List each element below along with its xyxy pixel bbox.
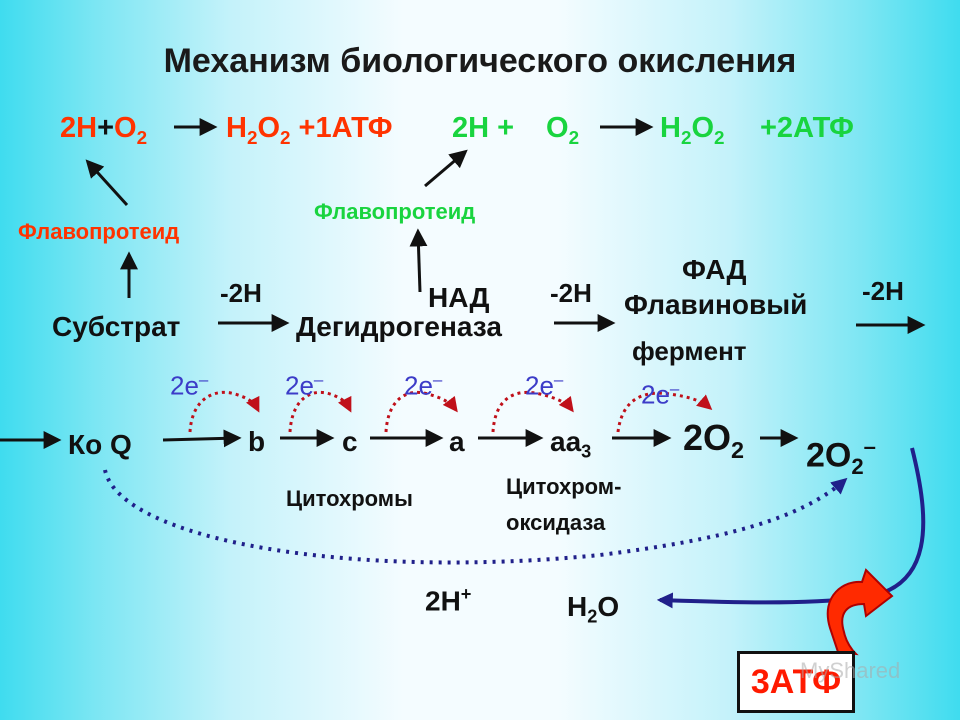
minus-2h-label-2: -2H: [550, 278, 592, 308]
two-o2-ion-sup: –: [863, 434, 876, 459]
cytochrome-b-label: b: [248, 426, 266, 457]
eq-left-o2: O: [114, 112, 137, 144]
page-title: Механизм биологического окисления: [163, 42, 797, 80]
arrow-to-eq-right: [424, 149, 468, 188]
electron-sup-4: –: [553, 370, 564, 389]
eq-right-product: H2O2: [660, 112, 724, 149]
electron-curve-1: [188, 390, 260, 433]
eq-left-h-sub: 2: [246, 126, 258, 148]
electron-sup-5: –: [669, 379, 680, 398]
atp-yield-box: 3АТФ: [737, 651, 855, 713]
electron-sup-2: –: [313, 370, 324, 389]
electron-text-2: 2e: [285, 370, 314, 401]
eq-right-o2: O2: [546, 112, 579, 149]
electron-text-1: 2e: [170, 370, 199, 401]
dehydrogenase-label: Дегидрогеназа: [296, 311, 502, 342]
minus-2h-label-1: -2H: [220, 278, 262, 308]
fad-label: ФАД: [682, 254, 747, 285]
eq-right-o-sub: 2: [568, 126, 580, 148]
nad-label: НАД: [428, 282, 490, 313]
cytochrome-aa3-label: aa3: [550, 426, 591, 463]
eq-left-2h: 2H: [60, 112, 98, 144]
water-label: H2O: [567, 591, 619, 628]
eq-right-atp: +2АТФ: [760, 112, 854, 144]
cytochrome-oxidase-label-1: Цитохром-: [506, 474, 622, 499]
two-o2-text: 2O: [683, 417, 732, 458]
eq-right-o2x: O: [691, 112, 714, 144]
cytochrome-a-label: a: [449, 426, 465, 457]
arrow-nad-up: [409, 228, 428, 293]
electron-label-1: 2e–: [170, 370, 208, 402]
arrow-to-eq-left: [85, 159, 129, 207]
watermark: MyShared: [800, 658, 901, 683]
eq-left-o: O: [257, 112, 280, 144]
aa3-text: aa: [550, 426, 582, 457]
protons-sup: +: [460, 584, 472, 604]
electron-curve-2: [288, 390, 352, 433]
oxygen-to-water-curve: [656, 447, 926, 609]
water-sub: 2: [587, 606, 598, 627]
water-h: H: [567, 591, 588, 622]
protons-label: 2H+: [425, 584, 471, 617]
substrate-label: Субстрат: [52, 311, 181, 342]
electron-label-3: 2e–: [404, 370, 442, 402]
two-o2-ion-sub: 2: [851, 454, 864, 480]
atp-curved-arrow: [826, 568, 894, 656]
aa3-sub: 3: [581, 441, 592, 462]
electron-text-5: 2e: [641, 379, 670, 410]
two-o2-ion-label: 2O2–: [806, 434, 876, 480]
eq-right-2h: 2H +: [452, 112, 515, 144]
flavoprotein-green: Флавопротеид: [314, 199, 476, 224]
eq-right-h-sub: 2: [680, 126, 692, 148]
water-o: O: [597, 591, 620, 622]
electron-curve-4: [491, 390, 574, 433]
two-o2-ion-text: 2O: [806, 436, 852, 475]
eq-right-o-sub2: 2: [714, 126, 725, 148]
eq-left-plus: +: [97, 112, 115, 144]
eq-right-o: O: [546, 112, 569, 144]
flavin-enzyme-label-1: Флавиновый: [624, 289, 808, 320]
two-o2-sub: 2: [731, 437, 745, 464]
electron-text-4: 2e: [525, 370, 554, 401]
eq-left-o2-sub: 2: [136, 126, 148, 148]
minus-2h-label-3: -2H: [862, 276, 904, 306]
protons-text: 2H: [425, 585, 461, 617]
electron-label-4: 2e–: [525, 370, 563, 402]
electron-curve-5: [616, 391, 713, 433]
eq-left-h: H: [226, 112, 247, 144]
flavin-enzyme-label-2: фермент: [632, 336, 747, 366]
electron-sup-3: –: [432, 370, 443, 389]
equation-left-product: H2O2 +1АТФ: [226, 112, 392, 149]
electron-curve-3: [384, 390, 458, 433]
flavoprotein-red: Флавопротеид: [18, 219, 180, 244]
electron-label-5: 2e–: [641, 379, 679, 411]
proton-curve: [103, 469, 848, 565]
electron-text-3: 2e: [404, 370, 433, 401]
eq-right-h: H: [660, 112, 681, 144]
two-o2-label: 2O2: [683, 417, 744, 464]
arrow-coq-b: [162, 429, 242, 448]
electron-label-2: 2e–: [285, 370, 323, 402]
eq-left-atp: +1АТФ: [290, 112, 393, 144]
cytochromes-label: Цитохромы: [286, 486, 413, 511]
electron-sup-1: –: [198, 370, 209, 389]
equation-left: 2H+O2: [60, 112, 147, 149]
cytochrome-c-label: c: [342, 426, 358, 457]
cytochrome-oxidase-label-2: оксидаза: [506, 510, 606, 535]
eq-left-o-sub: 2: [280, 126, 291, 148]
coq-label: Ко Q: [68, 429, 132, 460]
